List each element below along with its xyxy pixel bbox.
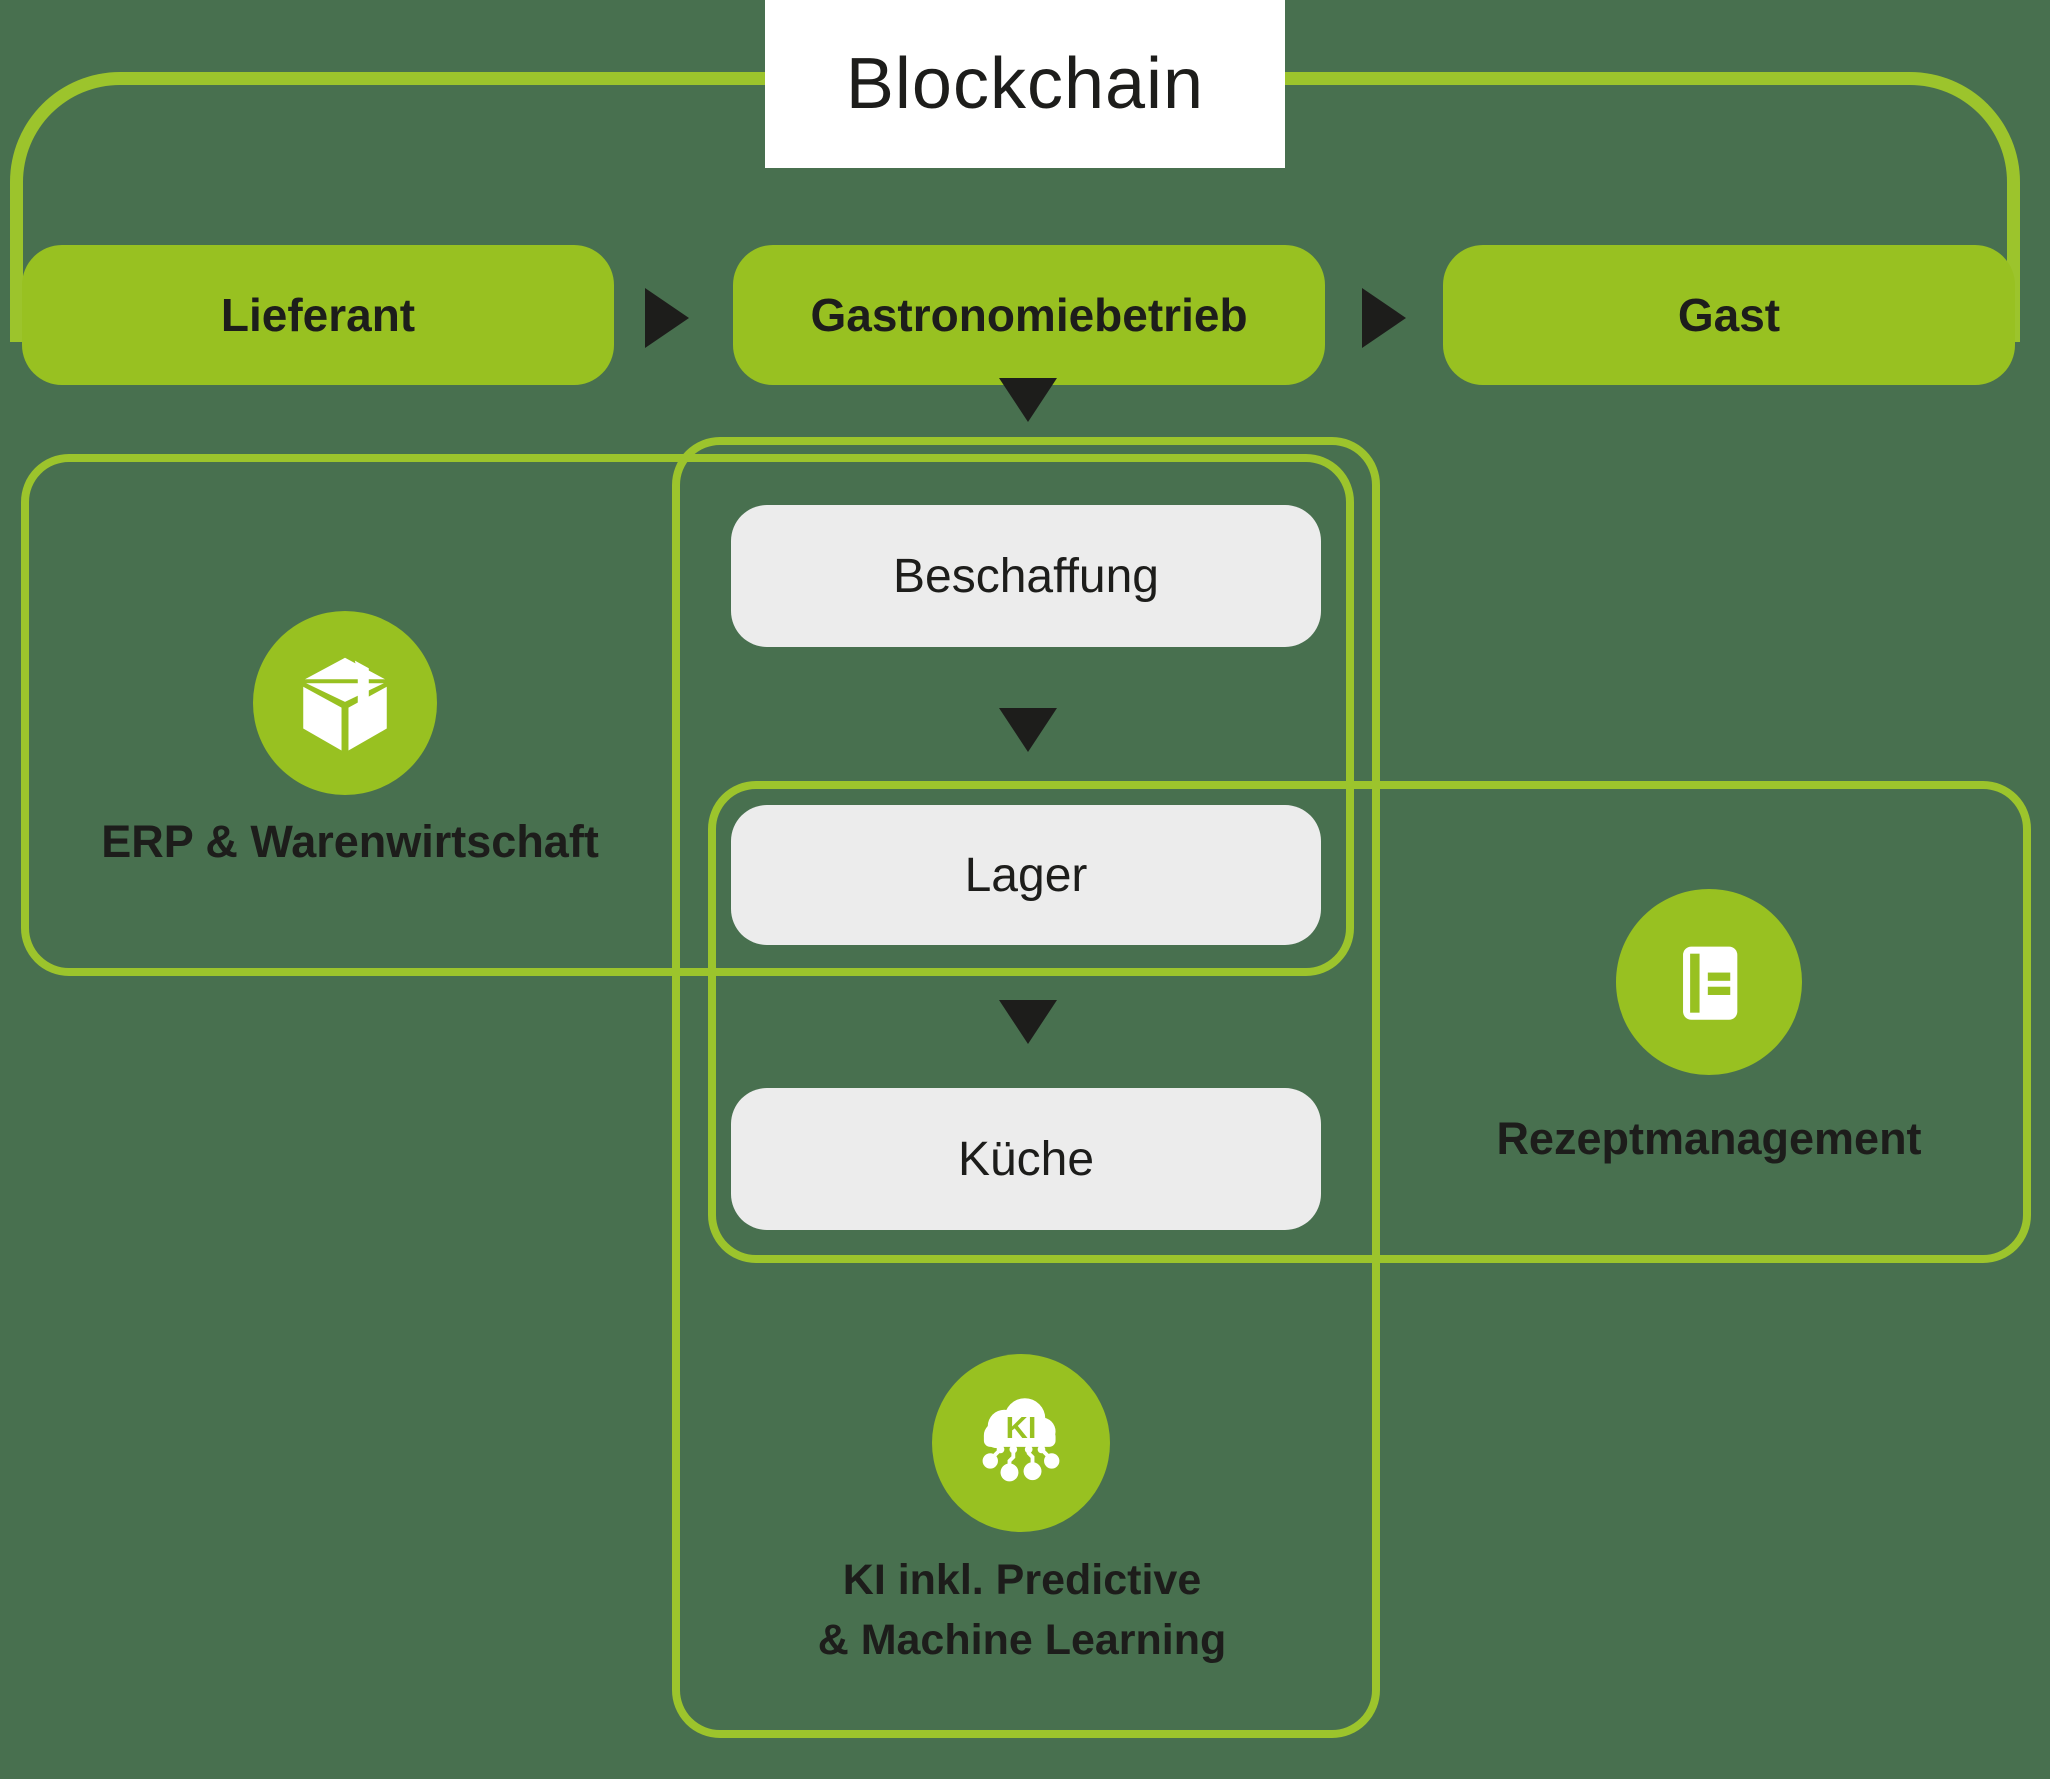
rezept-container-outline xyxy=(708,781,2031,1263)
process-step-lager: Lager xyxy=(731,805,1321,945)
rezept-icon-circle xyxy=(1616,889,1802,1075)
blockchain-title-box: Blockchain xyxy=(765,0,1285,168)
rezept-caption: Rezeptmanagement xyxy=(1496,1113,1922,1164)
process-step-label: Küche xyxy=(957,1132,1095,1186)
arrow-right-icon xyxy=(1362,288,1406,348)
flow-node-lieferant: Lieferant xyxy=(22,245,614,385)
ki-caption-line2: & Machine Learning xyxy=(817,1616,1227,1664)
erp-container-outline xyxy=(21,454,1354,976)
process-step-kueche: Küche xyxy=(731,1088,1321,1230)
flow-node-label: Lieferant xyxy=(220,289,416,341)
flow-node-gastronomiebetrieb: Gastronomiebetrieb xyxy=(733,245,1325,385)
ai-cloud-icon: KI xyxy=(957,1379,1085,1507)
flow-node-gast: Gast xyxy=(1443,245,2015,385)
ai-cloud-text: KI xyxy=(1006,1410,1037,1445)
arrow-down-icon xyxy=(999,1000,1057,1044)
process-step-label: Beschaffung xyxy=(893,549,1159,603)
process-container-outline xyxy=(672,437,1380,1738)
package-icon xyxy=(287,645,403,761)
ki-icon-circle: KI xyxy=(932,1354,1110,1532)
process-step-beschaffung: Beschaffung xyxy=(731,505,1321,647)
ki-caption-line1: KI inkl. Predictive xyxy=(842,1556,1202,1604)
process-step-label: Lager xyxy=(964,848,1088,902)
recipe-book-icon xyxy=(1650,923,1768,1041)
erp-icon-circle xyxy=(253,611,437,795)
flow-node-label: Gast xyxy=(1677,289,1781,341)
flow-node-label: Gastronomiebetrieb xyxy=(810,289,1248,341)
arrow-right-icon xyxy=(645,288,689,348)
blockchain-title: Blockchain xyxy=(845,44,1205,124)
erp-caption: ERP & Warenwirtschaft xyxy=(101,816,599,867)
arrow-down-icon xyxy=(999,708,1057,752)
arrow-down-icon xyxy=(999,378,1057,422)
ki-caption: KI inkl. Predictive & Machine Learning xyxy=(760,1550,1284,1670)
